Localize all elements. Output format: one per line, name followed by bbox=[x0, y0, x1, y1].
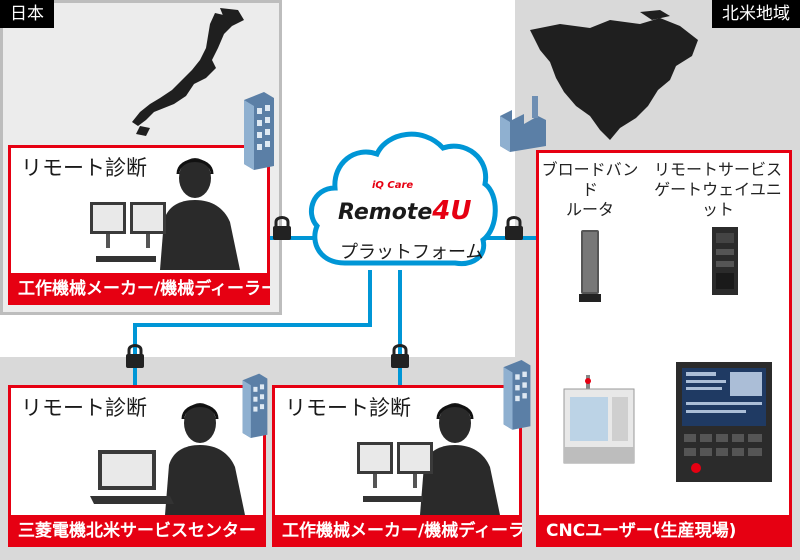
cnc-machine-icon bbox=[563, 375, 635, 464]
brand-main-text: Remote bbox=[338, 200, 433, 225]
brand-small: iQ Care bbox=[372, 180, 414, 191]
north-america-label: 北米地域 bbox=[712, 0, 800, 28]
office-building-icon bbox=[503, 360, 531, 430]
cnc-controller-icon bbox=[676, 362, 772, 482]
operator-headset-icon bbox=[160, 158, 240, 270]
box-footer: 工作機械メーカー/機械ディーラー bbox=[8, 273, 270, 305]
router-label: ブロードバンド ルータ bbox=[540, 160, 640, 220]
gateway-label-line1: リモートサービス bbox=[653, 160, 782, 179]
gateway-label-line2: ゲートウェイユニット bbox=[654, 180, 782, 219]
lock-icon bbox=[126, 344, 144, 368]
gateway-label: リモートサービス ゲートウェイユニット bbox=[648, 160, 788, 220]
brand-accent-text: 4U bbox=[432, 196, 472, 226]
router-icon bbox=[579, 230, 601, 302]
japan-map-icon bbox=[132, 8, 244, 136]
box-title: リモート診断 bbox=[285, 396, 411, 420]
japan-label: 日本 bbox=[0, 0, 54, 28]
box-footer: 三菱電機北米サービスセンター bbox=[8, 515, 266, 547]
gateway-unit-icon bbox=[712, 227, 738, 295]
router-label-line2: ルータ bbox=[565, 200, 614, 219]
dual-monitor-icon bbox=[90, 202, 166, 262]
dual-monitor-icon bbox=[357, 442, 433, 502]
operator-headset-icon bbox=[420, 403, 500, 515]
factory-icon bbox=[500, 96, 546, 152]
cloud-icon bbox=[308, 131, 498, 267]
north-america-map-icon bbox=[530, 10, 698, 140]
lock-icon bbox=[391, 344, 409, 368]
lock-icon bbox=[273, 216, 291, 240]
laptop-icon bbox=[90, 450, 174, 504]
box-footer: CNCユーザー(生産現場) bbox=[536, 515, 792, 547]
operator-headset-icon bbox=[165, 403, 245, 515]
cnc-user-box: CNCユーザー(生産現場) bbox=[536, 150, 792, 547]
platform-subtitle: プラットフォーム bbox=[340, 242, 484, 263]
box-title: リモート診断 bbox=[21, 156, 147, 180]
office-building-icon bbox=[244, 92, 274, 170]
box-footer: 工作機械メーカー/機械ディーラー bbox=[272, 515, 522, 547]
box-title: リモート診断 bbox=[21, 396, 147, 420]
router-label-line1: ブロードバンド bbox=[541, 160, 639, 199]
office-building-icon bbox=[242, 373, 268, 438]
lock-icon bbox=[505, 216, 523, 240]
brand-main: Remote4U bbox=[338, 196, 471, 226]
